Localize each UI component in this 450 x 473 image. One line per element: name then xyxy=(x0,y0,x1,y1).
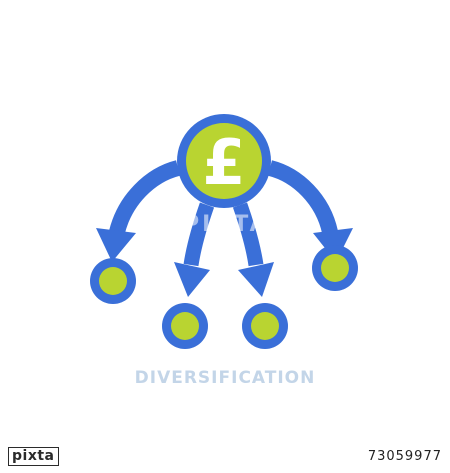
image-id: 73059977 xyxy=(367,449,442,464)
node-mid-left xyxy=(162,303,208,349)
footer-brand-logo: pixta xyxy=(8,447,59,466)
target-nodes xyxy=(90,245,358,349)
caption-title: DIVERSIFICATION xyxy=(134,368,316,388)
arrow-mid-left xyxy=(174,202,215,297)
node-mid-right xyxy=(242,303,288,349)
watermark: PIXTA xyxy=(183,212,270,237)
pound-symbol: £ xyxy=(202,126,245,199)
arrow-far-right xyxy=(267,160,353,262)
arrows xyxy=(96,160,353,297)
arrow-mid-right xyxy=(232,202,274,297)
arrow-far-left xyxy=(96,160,181,262)
node-far-right xyxy=(312,245,358,291)
pound-coin-icon: £ xyxy=(177,114,271,208)
node-far-left xyxy=(90,258,136,304)
brand-logo-text: pixta xyxy=(8,447,59,466)
footer-bar xyxy=(0,447,450,469)
